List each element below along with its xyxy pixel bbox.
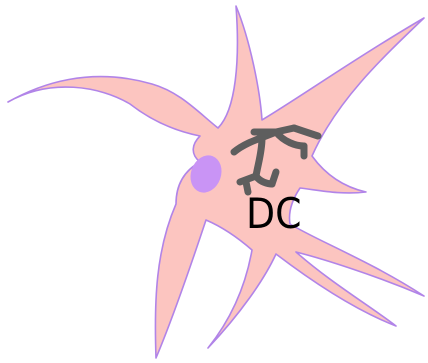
cell-label: DC (246, 189, 302, 238)
